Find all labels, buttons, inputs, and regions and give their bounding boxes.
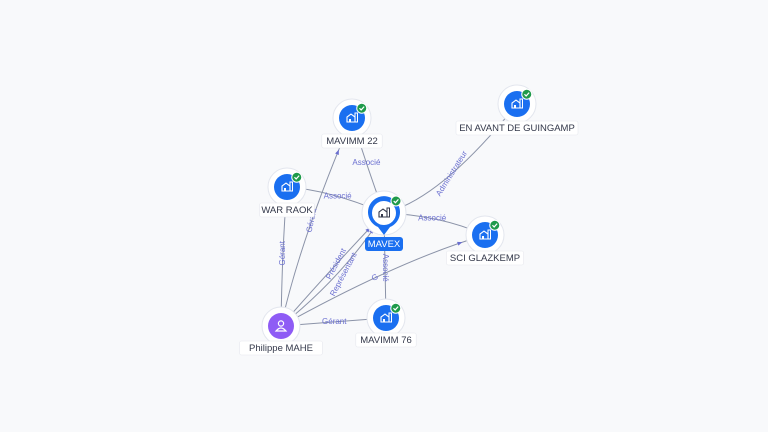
node-label: EN AVANT DE GUINGAMP: [459, 123, 575, 134]
node-label: MAVEX: [368, 239, 401, 250]
building-icon: [378, 207, 390, 218]
verified-check-icon: [356, 102, 368, 114]
node-sciglazkemp[interactable]: SCI GLAZKEMP: [446, 215, 524, 266]
node-label-bg: [446, 250, 524, 266]
node-label: Philippe MAHE: [249, 343, 313, 354]
node-label-bg: [239, 340, 323, 356]
building-icon: [281, 181, 293, 192]
building-icon: [380, 312, 392, 323]
edge-label: Associé: [324, 191, 353, 200]
edge-arrow-icon: [335, 149, 339, 155]
verified-check-icon: [390, 302, 402, 314]
person-icon: [274, 320, 288, 332]
node-mavimm22[interactable]: MAVIMM 22: [321, 98, 383, 149]
building-icon: [479, 229, 491, 240]
node-label: MAVIMM 22: [326, 136, 378, 147]
edge-philippe-sciglazkemp: G: [280, 234, 486, 327]
edge-label: Gérant: [278, 240, 287, 265]
edge-philippe-mavex: Président: [280, 212, 385, 327]
node-philippe[interactable]: Philippe MAHE: [239, 306, 323, 356]
edge-label: Associé: [418, 214, 447, 223]
verified-check-icon: [521, 88, 533, 100]
node-mavex[interactable]: MAVEX: [361, 190, 407, 251]
edge-label: Associé: [381, 254, 390, 283]
verified-check-icon: [390, 195, 402, 207]
edge-label: Administrateur: [434, 149, 469, 198]
node-label: SCI GLAZKEMP: [450, 253, 520, 264]
node-label: MAVIMM 76: [360, 335, 412, 346]
node-label-bg: [355, 332, 417, 348]
edge-line: [383, 103, 518, 214]
node-label-bg: [259, 202, 315, 218]
node-mavimm76[interactable]: MAVIMM 76: [355, 298, 417, 348]
node-warraok[interactable]: WAR RAOK: [259, 167, 315, 218]
edge-label: Associé: [352, 158, 381, 167]
building-icon: [346, 112, 358, 123]
edge-arrow-icon: [457, 241, 463, 246]
verified-check-icon: [489, 219, 501, 231]
building-icon: [511, 98, 523, 109]
node-enavant[interactable]: EN AVANT DE GUINGAMP: [455, 84, 579, 136]
node-label-bg: [321, 133, 383, 149]
node-label-bg: [455, 120, 579, 136]
edge-line: [280, 234, 486, 327]
verified-check-icon: [291, 171, 303, 183]
pin-inner: [372, 201, 396, 225]
edge-mavex-enavant: Administrateur: [383, 103, 518, 214]
edge-label: G: [370, 272, 380, 283]
node-label: WAR RAOK: [261, 205, 313, 216]
node-label-bg: [365, 237, 403, 251]
edge-label: Gérant: [322, 317, 347, 326]
